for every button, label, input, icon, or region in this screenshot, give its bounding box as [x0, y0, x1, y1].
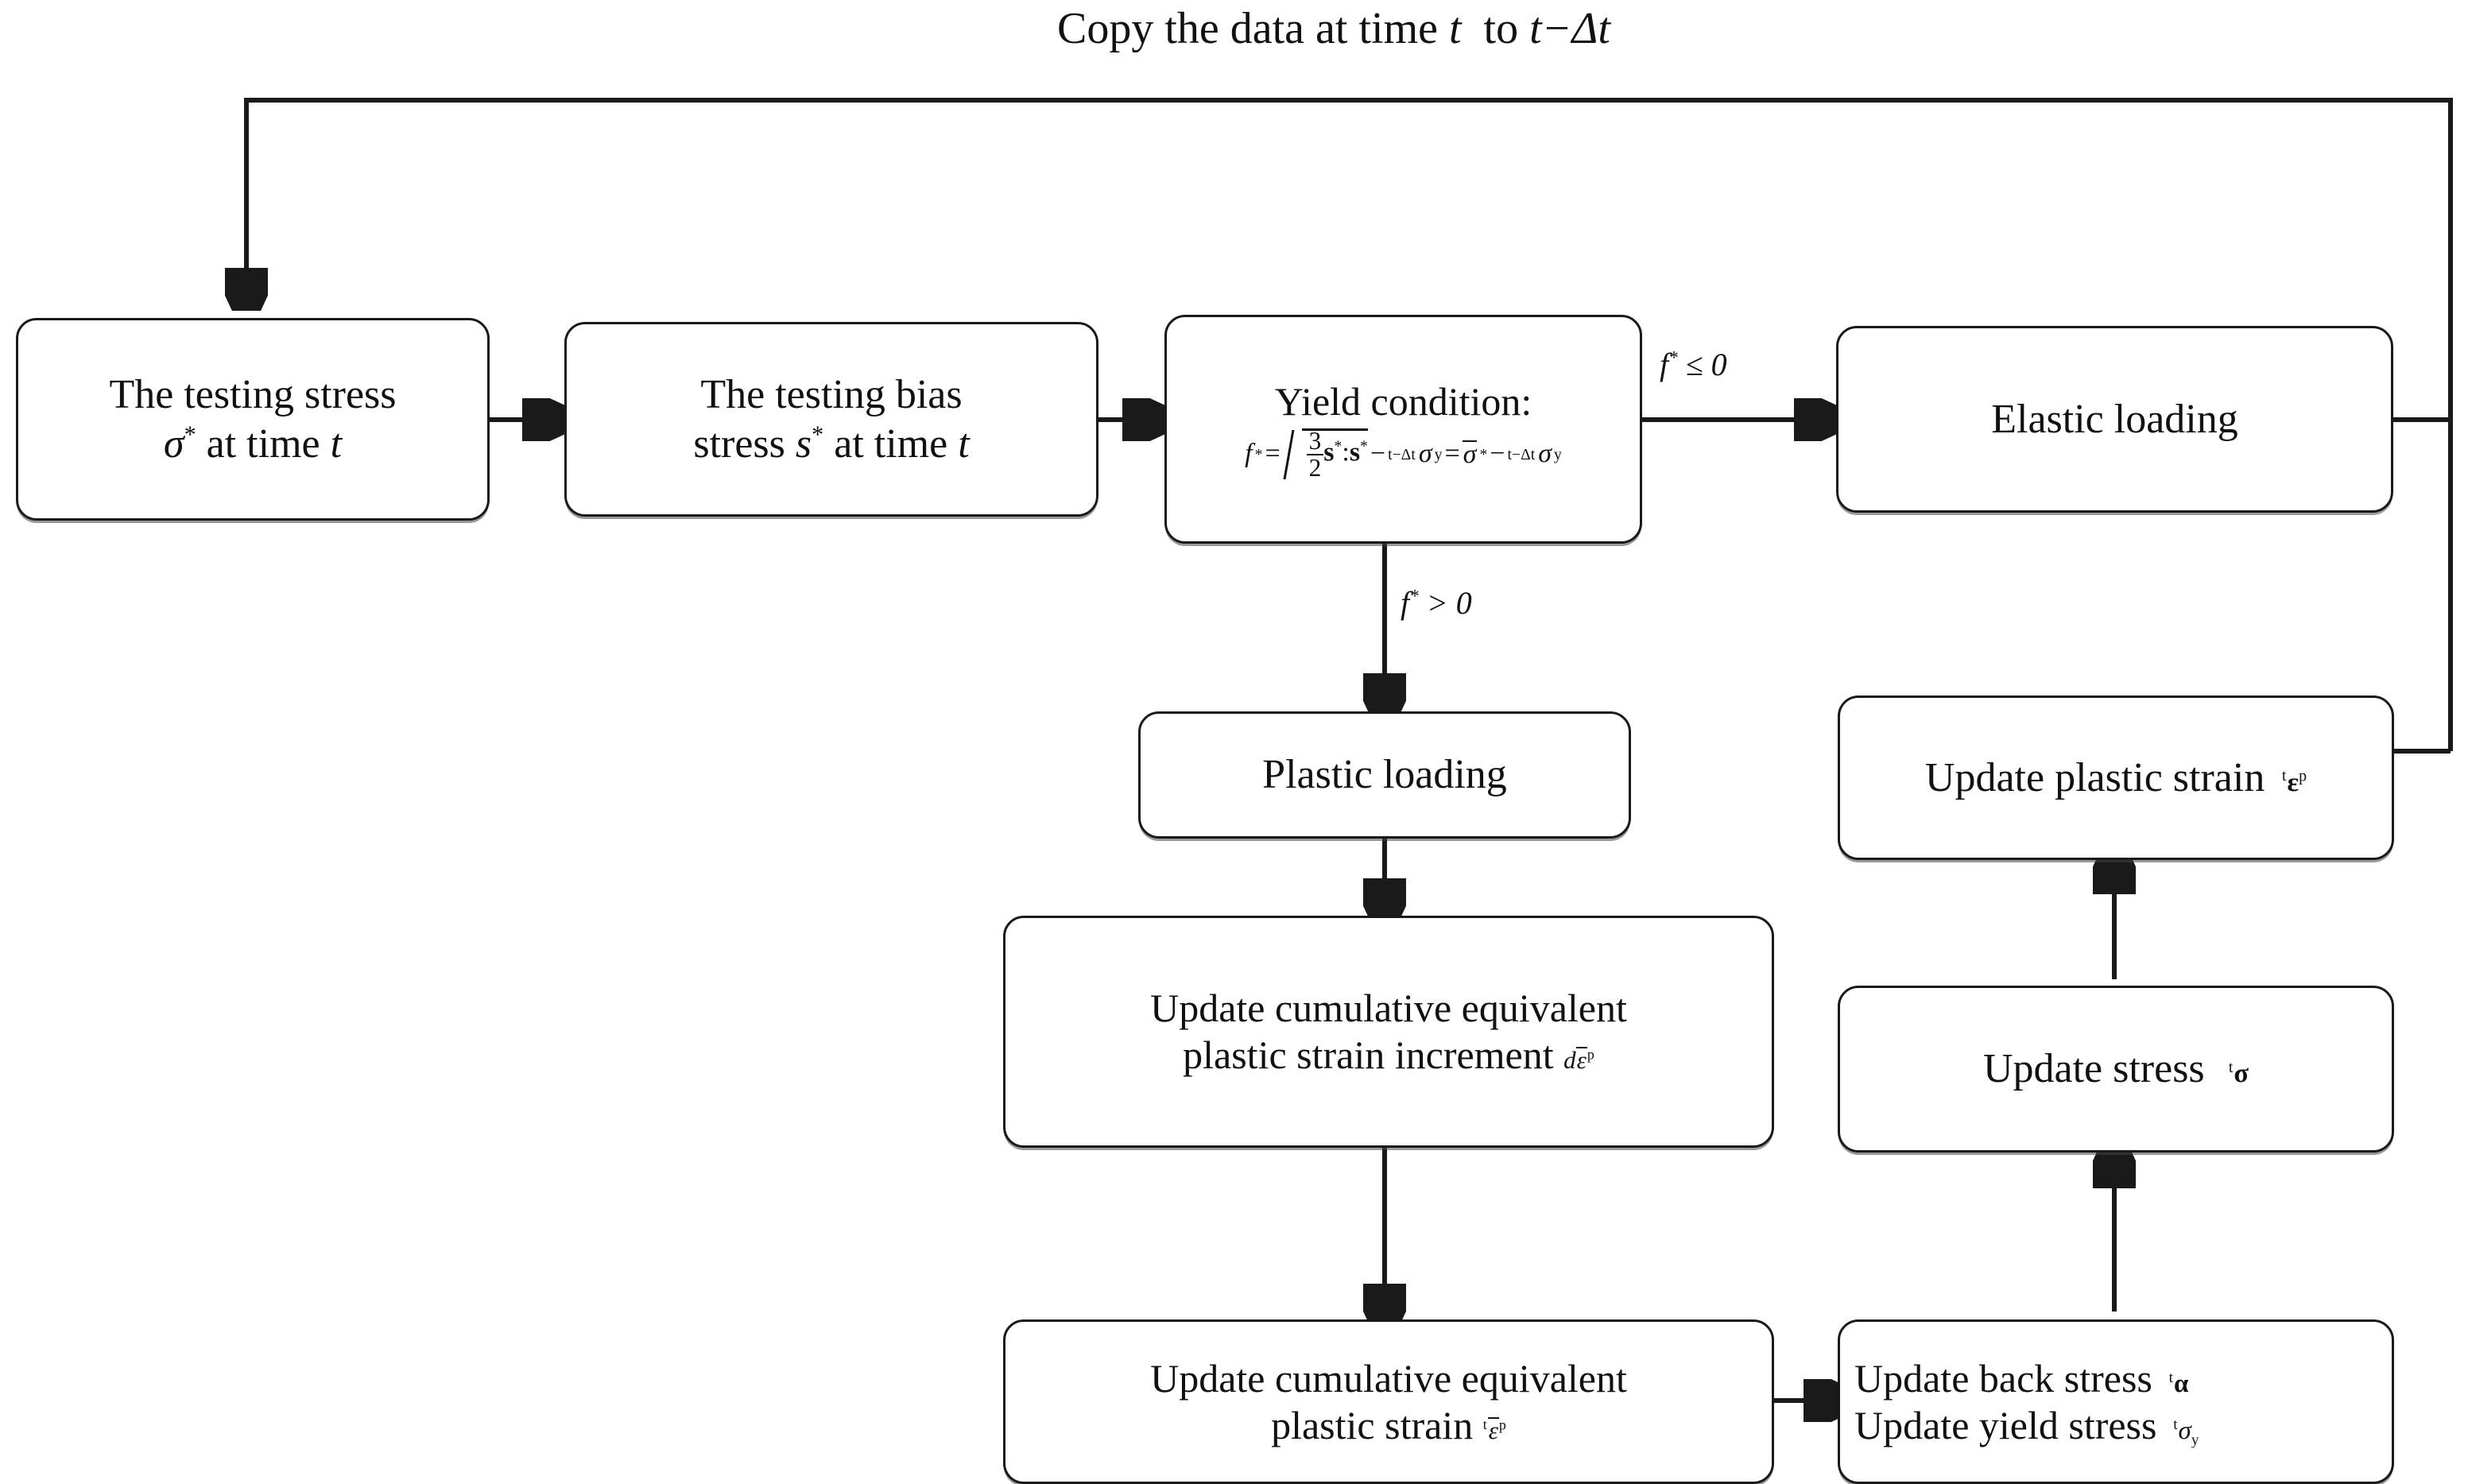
increment-symbol: dεp	[1563, 1046, 1594, 1074]
update-stress-line: Update stress tσ	[1983, 1044, 2249, 1093]
bias-stress-word: stress	[693, 420, 785, 467]
edge-label-plastic-branch: f* > 0	[1401, 584, 1472, 622]
diagram-caption: Copy the data at time t to t−Δt	[1057, 3, 1610, 54]
formula-s-a: s	[1323, 437, 1335, 467]
plastic-branch-rel: > 0	[1426, 585, 1472, 621]
node-update-plastic-strain[interactable]: Update plastic strain tεp	[1838, 696, 2394, 860]
edge-label-elastic-branch: f* ≤ 0	[1660, 346, 1727, 383]
formula-minus1: −	[1370, 439, 1386, 469]
caption-t2: t	[1529, 4, 1542, 53]
caption-lead: Copy the data at time	[1057, 4, 1438, 53]
update-plastic-strain-line: Update plastic strain tεp	[1925, 754, 2307, 802]
testing-stress-line1: The testing stress	[109, 372, 397, 418]
node-elastic-loading[interactable]: Elastic loading	[1836, 326, 2393, 513]
update-stress-symbol: tσ	[2215, 1058, 2249, 1088]
node-update-back-yield-stress[interactable]: Update back stress tα Update yield stres…	[1838, 1319, 2394, 1484]
increment-symbol-sup: p	[1587, 1046, 1594, 1063]
formula-s-b: s	[1349, 437, 1361, 467]
plastic-strain-presup: t	[2281, 767, 2287, 785]
yieldstress-line: Update yield stress tσy	[1854, 1402, 2199, 1449]
cumstrain-sup: p	[1498, 1416, 1506, 1433]
formula-minus2: −	[1490, 439, 1505, 469]
cumstrain-presup: t	[1482, 1416, 1487, 1433]
backstress-presup: t	[2168, 1369, 2173, 1386]
formula-sigma-y2: σ	[1538, 439, 1552, 469]
plastic-strain-sup: p	[2299, 767, 2307, 785]
testing-stress-line2: σ* at time t	[164, 420, 342, 468]
testing-stress-at-time: at time	[206, 420, 320, 467]
node-testing-stress[interactable]: The testing stress σ* at time t	[16, 318, 490, 521]
bias-at-time: at time	[834, 420, 948, 467]
caption-mid: to	[1483, 4, 1519, 53]
yieldstress-sub: y	[2191, 1432, 2199, 1449]
yieldstress-presup: t	[2173, 1416, 2178, 1433]
yieldstress-symbol: tσy	[2167, 1416, 2199, 1449]
node-plastic-loading[interactable]: Plastic loading	[1138, 711, 1631, 839]
increment-line1: Update cumulative equivalent	[1150, 986, 1627, 1030]
s-symbol: s	[795, 420, 812, 467]
formula-f: f	[1245, 439, 1253, 469]
backstress-label: Update back stress	[1854, 1355, 2152, 1401]
cumstrain-line2: plastic strain tεp	[1271, 1402, 1506, 1449]
node-testing-bias-stress[interactable]: The testing bias stress s* at time t	[564, 322, 1098, 517]
formula-s-a-star: *	[1334, 436, 1342, 455]
node-update-strain-increment[interactable]: Update cumulative equivalent plastic str…	[1003, 916, 1774, 1148]
cumstrain-symbol: tεp	[1483, 1416, 1506, 1444]
fraction-denominator: 2	[1308, 453, 1322, 482]
backstress-symbol: tα	[2162, 1369, 2189, 1398]
backstress-line: Update back stress tα	[1854, 1355, 2188, 1402]
time-t: t	[330, 420, 343, 467]
update-plastic-strain-label: Update plastic strain	[1924, 754, 2265, 800]
node-update-stress[interactable]: Update stress tσ	[1838, 986, 2394, 1153]
backstress-alpha: α	[2173, 1369, 2189, 1398]
update-stress-label: Update stress	[1982, 1046, 2205, 1092]
formula-s-b-star: *	[1360, 436, 1368, 455]
formula-sigma-bar: σ	[1462, 440, 1478, 470]
plastic-branch-f: f	[1401, 585, 1410, 621]
sigma-symbol: σ	[163, 420, 184, 467]
cumstrain-line1: Update cumulative equivalent	[1150, 1355, 1627, 1401]
node-update-plastic-strain-cumulative[interactable]: Update cumulative equivalent plastic str…	[1003, 1319, 1774, 1484]
increment-line2-text: plastic strain increment	[1183, 1033, 1554, 1077]
caption-t1: t	[1448, 4, 1462, 53]
formula-sigma-bar-glyph: σ	[1463, 440, 1477, 470]
plastic-branch-star: *	[1409, 586, 1419, 607]
update-stress-sigma: σ	[2234, 1058, 2249, 1089]
increment-line2: plastic strain increment dεp	[1183, 1032, 1594, 1079]
formula-eq2: =	[1444, 439, 1460, 469]
elastic-branch-f: f	[1660, 347, 1669, 382]
yieldstress-label: Update yield stress	[1854, 1402, 2157, 1447]
update-plastic-strain-symbol: tεp	[2275, 767, 2307, 797]
yieldstress-sigma: σ	[2178, 1416, 2191, 1445]
formula-radical: 3 2 s*:s*	[1283, 428, 1369, 482]
yield-condition-title: Yield condition:	[1274, 378, 1532, 424]
bias-stress-line2: stress s* at time t	[693, 420, 969, 468]
elastic-loading-label: Elastic loading	[1991, 396, 2238, 442]
bias-time-t: t	[958, 420, 970, 467]
cumstrain-eps: ε	[1488, 1416, 1498, 1444]
plastic-strain-eps: ε	[2287, 766, 2299, 797]
elastic-branch-rel: ≤ 0	[1685, 347, 1727, 382]
elastic-branch-star: *	[1668, 347, 1678, 369]
s-star: *	[812, 420, 824, 448]
caption-t3: t	[1598, 4, 1610, 53]
formula-colon: :	[1342, 437, 1350, 467]
sigma-star: *	[184, 420, 196, 448]
cumstrain-line2-text: plastic strain	[1271, 1402, 1474, 1447]
plastic-loading-label: Plastic loading	[1262, 752, 1507, 798]
caption-minus-delta: −Δ	[1541, 4, 1598, 53]
formula-sigma-y: σ	[1418, 439, 1432, 469]
increment-symbol-d: d	[1563, 1046, 1576, 1074]
formula-eq1: =	[1265, 439, 1280, 469]
bias-stress-line1: The testing bias	[700, 372, 963, 418]
fraction-numerator: 3	[1306, 428, 1324, 455]
update-stress-presup: t	[2228, 1058, 2234, 1076]
formula-fraction: 3 2	[1306, 428, 1324, 482]
increment-symbol-eps: ε	[1576, 1046, 1587, 1074]
